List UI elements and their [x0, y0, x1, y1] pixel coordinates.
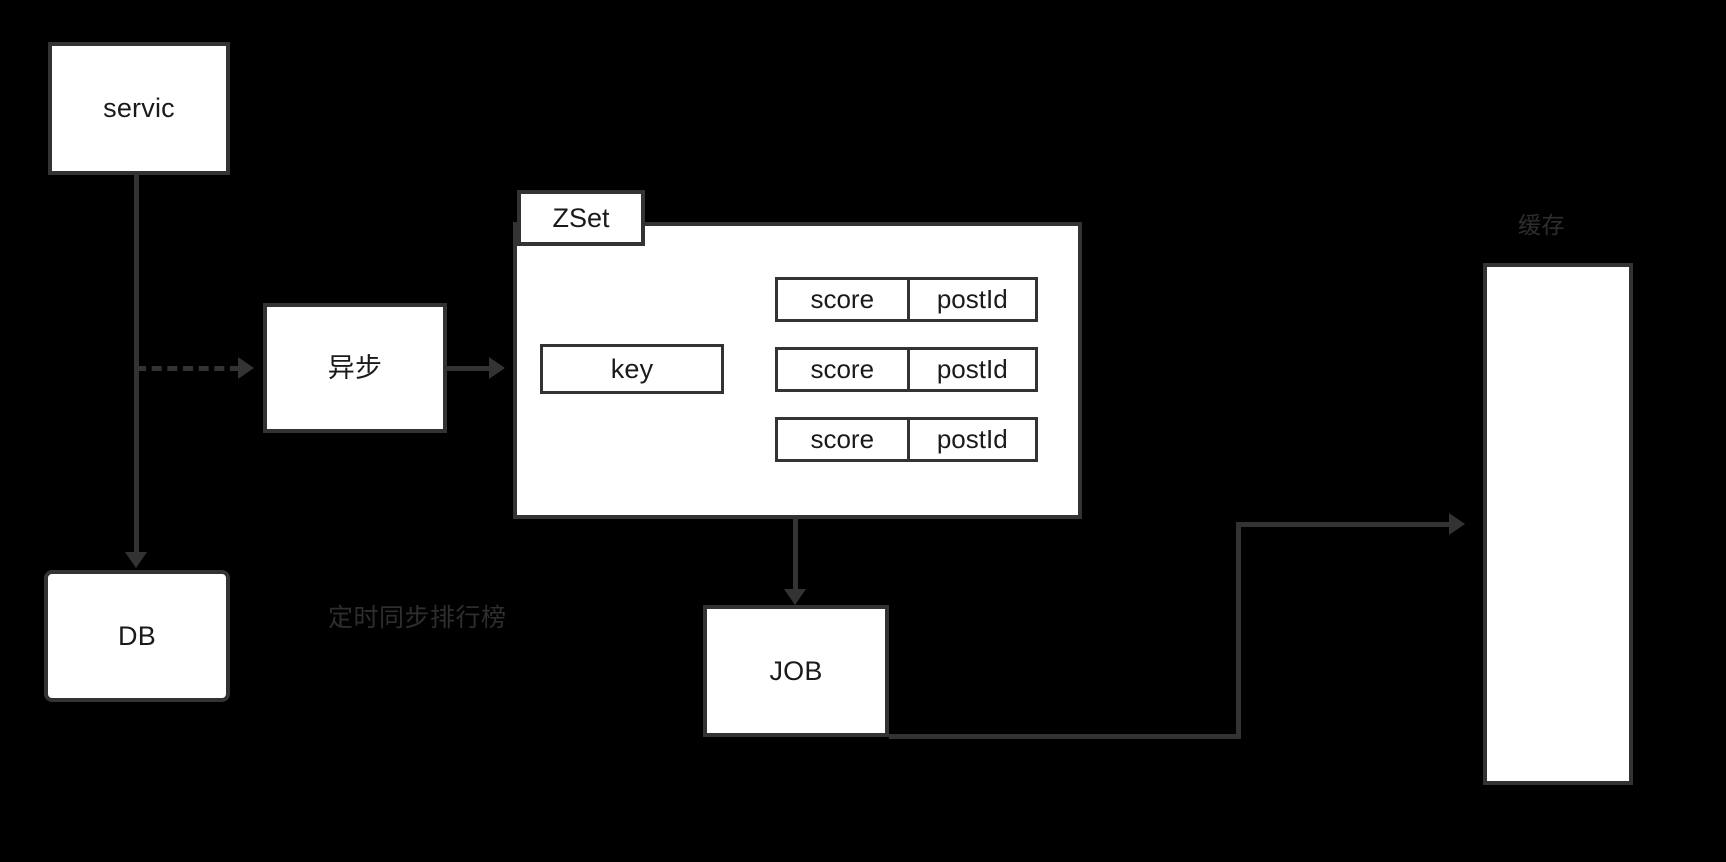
annotation-top-right: 缓存 — [1518, 212, 1565, 238]
edge-service-to-db-arrowhead — [125, 552, 147, 568]
edge-job-to-panel-segment-v — [1236, 522, 1241, 739]
node-service-label: servic — [103, 93, 175, 124]
node-async-label: 异步 — [327, 352, 383, 383]
edge-zset-to-job-arrowhead — [784, 589, 806, 605]
edge-job-to-panel-arrowhead — [1449, 513, 1465, 535]
node-key[interactable]: key — [540, 344, 724, 394]
node-job[interactable]: JOB — [703, 605, 889, 737]
edge-job-to-panel-segment-h2 — [1236, 522, 1452, 527]
node-db[interactable]: DB — [44, 570, 230, 702]
zset-tab-label: ZSet — [552, 202, 610, 233]
pair-score-cell: score — [810, 284, 875, 314]
pair-row[interactable]: score postId — [775, 277, 1038, 322]
pair-postid-cell: postId — [906, 280, 1036, 319]
node-service[interactable]: servic — [48, 42, 230, 175]
node-async[interactable]: 异步 — [263, 303, 447, 433]
node-db-label: DB — [118, 620, 156, 651]
pair-postid-cell: postId — [906, 350, 1036, 389]
edge-job-to-panel-segment-h1 — [889, 734, 1240, 739]
edge-service-to-async-line — [136, 366, 240, 371]
pair-postid-cell: postId — [906, 420, 1036, 459]
edge-zset-to-job-line — [793, 519, 798, 601]
node-right-panel[interactable] — [1483, 263, 1633, 785]
node-job-label: JOB — [769, 655, 823, 686]
edge-async-to-zset-arrowhead — [489, 357, 505, 379]
pair-row[interactable]: score postId — [775, 347, 1038, 392]
pair-score-cell: score — [810, 354, 875, 384]
annotation-bottom-left: 定时同步排行榜 — [328, 604, 507, 632]
edge-async-to-zset-line — [447, 366, 490, 371]
zset-tab[interactable]: ZSet — [517, 190, 645, 246]
edge-service-to-async-arrowhead — [238, 357, 254, 379]
node-key-label: key — [610, 353, 654, 384]
pair-score-cell: score — [810, 424, 875, 454]
pair-row[interactable]: score postId — [775, 417, 1038, 462]
